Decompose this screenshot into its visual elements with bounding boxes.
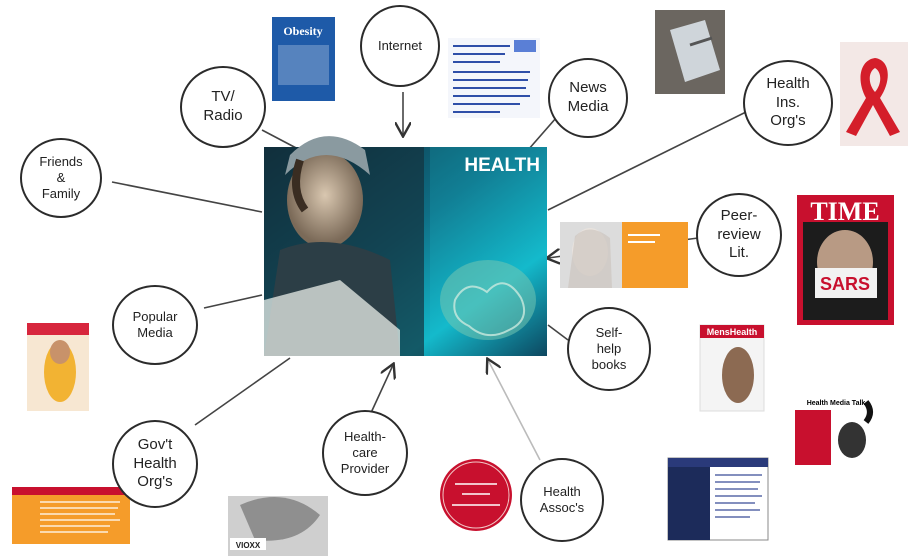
node-health-care: Health- care Provider — [322, 410, 408, 496]
node-govt-health: Gov't Health Org's — [112, 420, 198, 508]
node-internet-label: Internet — [377, 37, 423, 53]
node-peer-review: Peer- review Lit. — [696, 193, 782, 277]
connector-news-media — [527, 117, 557, 151]
connector-health-care — [369, 365, 393, 416]
connector-health-assoc — [488, 360, 541, 461]
mens-health-masthead: MensHealth — [707, 327, 758, 337]
node-self-help: Self- help books — [567, 307, 651, 391]
center-health-image — [264, 136, 547, 356]
government-alert-thumbnail — [12, 487, 130, 544]
time-magazine-masthead: TIME — [810, 197, 879, 226]
node-internet: Internet — [360, 5, 440, 87]
association-logo-thumbnail — [440, 459, 512, 531]
health-talk-thumbnail — [793, 395, 881, 475]
node-popular-media-label: Popular Media — [132, 308, 178, 340]
website-screenshot-thumbnail — [667, 457, 769, 541]
self-help-book-thumbnail — [560, 222, 688, 288]
connector-tv-radio — [261, 129, 301, 151]
connector-self-help — [547, 324, 569, 341]
node-self-help-label: Self- help books — [591, 324, 627, 373]
node-govt-health-label: Gov't Health Org's — [133, 435, 177, 491]
node-popular-media: Popular Media — [112, 285, 198, 365]
node-news-media: News Media — [548, 58, 628, 138]
connector-popular-media — [203, 294, 263, 309]
node-peer-review-label: Peer- review Lit. — [717, 206, 761, 262]
time-magazine-thumbnail — [797, 195, 894, 325]
red-ribbon-thumbnail — [840, 42, 908, 146]
connector-govt-health — [194, 357, 291, 426]
node-health-care-label: Health- care Provider — [340, 428, 390, 477]
node-news-media-label: News Media — [567, 79, 609, 115]
health-talk-title: Health Media Talk — [807, 400, 866, 407]
mens-health-thumbnail — [699, 324, 765, 412]
connector-health-ins — [547, 111, 747, 211]
node-friends-family-label: Friends & Family — [39, 153, 83, 202]
node-tv-radio-label: TV/ Radio — [203, 88, 243, 124]
vioxx-ad-label: VIOXX — [236, 541, 261, 550]
center-title: HEALTH — [464, 155, 540, 176]
node-health-ins-label: Health Ins. Org's — [766, 74, 810, 130]
time-magazine-cover-text: SARS — [820, 274, 870, 294]
popular-magazine-thumbnail — [27, 323, 89, 411]
obesity-book-thumbnail — [272, 17, 335, 101]
vioxx-ad-thumbnail — [228, 496, 328, 556]
node-tv-radio: TV/ Radio — [180, 66, 266, 148]
obesity-book-title: Obesity — [283, 24, 322, 38]
node-health-assoc-label: Health Assoc's — [539, 483, 585, 515]
newspaper-thumbnail — [655, 10, 725, 94]
internet-page-thumbnail — [448, 38, 540, 118]
node-friends-family: Friends & Family — [20, 138, 102, 218]
node-health-ins: Health Ins. Org's — [743, 60, 833, 146]
node-health-assoc: Health Assoc's — [520, 458, 604, 542]
connector-friends-family — [111, 181, 263, 213]
